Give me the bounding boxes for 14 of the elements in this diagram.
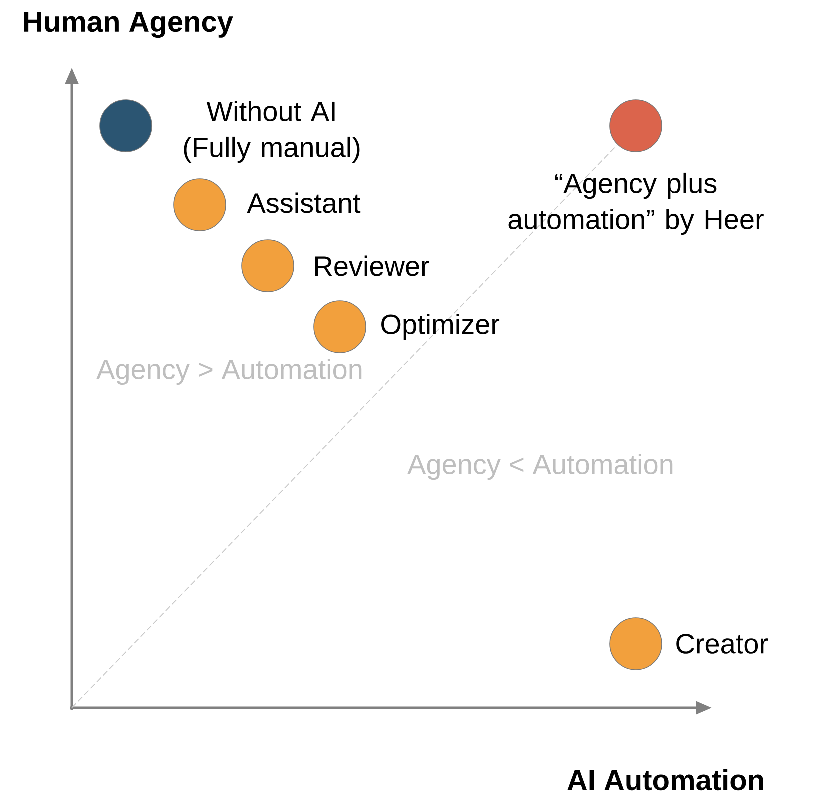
point-label: Creator (676, 634, 768, 654)
circle-marker (100, 100, 152, 152)
circle-marker (610, 618, 662, 670)
region-label: Agency < Automation (408, 454, 673, 480)
diagonal-line (72, 144, 618, 708)
point-label: Reviewer (316, 256, 430, 276)
circle-marker (242, 240, 294, 292)
point-label: Without AI (Fully manual) (184, 100, 360, 164)
circle-marker (610, 100, 662, 152)
circle-marker (174, 178, 226, 232)
circle-marker (314, 300, 366, 354)
point-label: “Agency plus automation” by Heer (508, 172, 764, 236)
point-label: Assistant (247, 192, 361, 214)
point-label: Optimizer (382, 314, 500, 340)
